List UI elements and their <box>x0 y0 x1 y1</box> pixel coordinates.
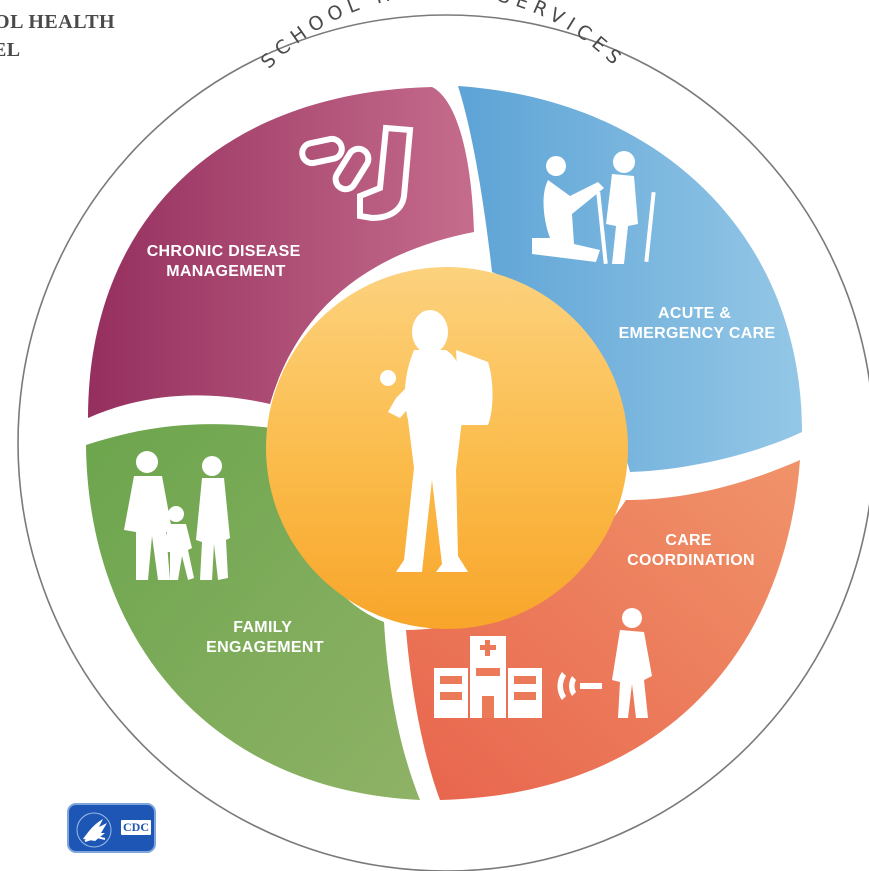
family-icon <box>124 451 230 580</box>
cdc-logo-text: CDC <box>121 820 151 835</box>
care-coordination-label: CARE COORDINATION <box>627 532 755 569</box>
segment-acute-emergency <box>458 86 802 472</box>
student-with-backpack-icon <box>380 310 493 572</box>
acute-emergency-label: ACUTE & EMERGENCY CARE <box>619 305 776 342</box>
family-engagement-label: FAMILY ENGAGEMENT <box>206 619 324 656</box>
crutches-helper-icon <box>532 151 656 265</box>
pills-and-inhaler-icon <box>299 124 414 222</box>
chronic-disease-label: CHRONIC DISEASE MANAGEMENT <box>147 243 306 280</box>
cdc-logo: CDC <box>67 803 156 853</box>
hhs-eagle-icon <box>76 812 112 848</box>
header-line-2: DEL <box>0 39 21 61</box>
page-header: OOL HEALTH DEL <box>0 8 115 64</box>
segment-chronic-disease <box>88 87 474 418</box>
header-line-1: OOL HEALTH <box>0 11 116 33</box>
hospital-phone-icon <box>434 608 652 718</box>
